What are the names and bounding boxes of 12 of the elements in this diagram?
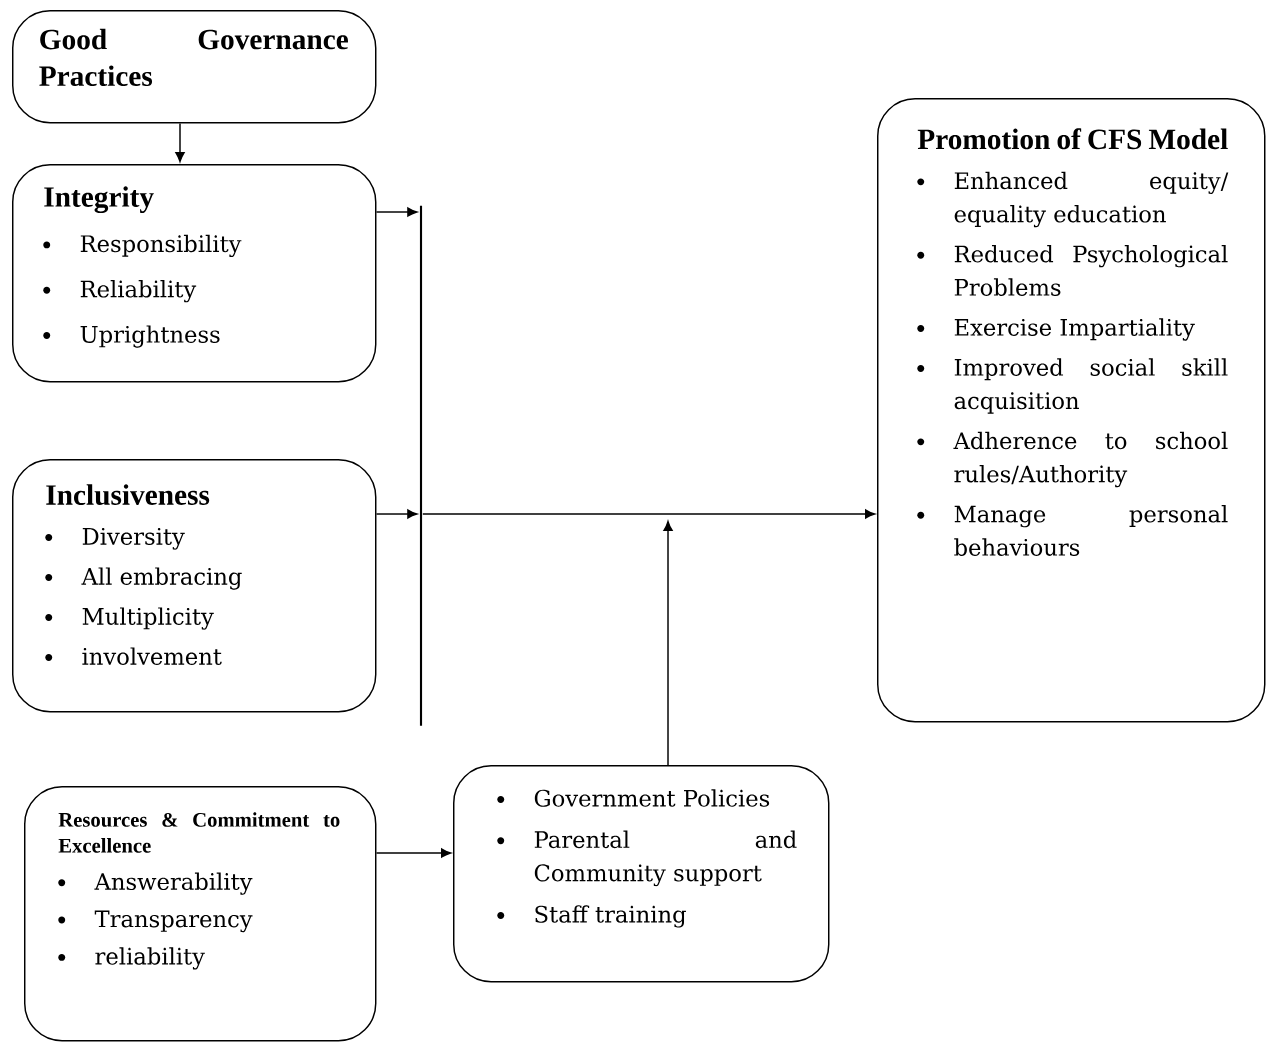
rounded-box: Government Policies Parental and Community support Staff training bbox=[453, 765, 830, 983]
rounded-box: Resources & Commitment to Excellence Answerability Transparency reliability bbox=[24, 786, 377, 1042]
arrow bbox=[375, 509, 418, 519]
arrow bbox=[375, 848, 452, 858]
arrow bbox=[663, 520, 673, 766]
arrow bbox=[375, 207, 418, 217]
rounded-box: Inclusiveness Diversity All embracing Multiplicity involvement bbox=[12, 459, 377, 713]
rounded-box: Good Governance Practices bbox=[12, 10, 377, 124]
arrow bbox=[175, 122, 185, 163]
rounded-box: Promotion of CFS Model Enhanced equity/ equality education Reduced Psychological Problems Exercise Impartiality Improved social skill acquisition Adherence to school rules/Authority Manage personal behaviours bbox=[877, 98, 1266, 723]
rounded-box: Integrity Responsibility Reliability Uprightness bbox=[12, 164, 377, 383]
arrow bbox=[422, 509, 876, 519]
